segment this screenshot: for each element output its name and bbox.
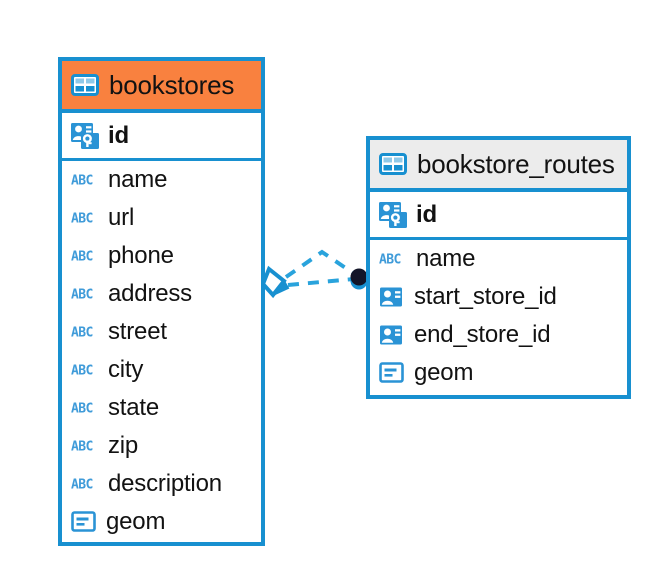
field-section-bookstore-routes: ABC name start_store_id	[370, 240, 627, 392]
primary-key-icon	[71, 122, 99, 149]
relationship-line-lower	[287, 277, 355, 287]
svg-text:ABC: ABC	[71, 440, 93, 455]
abc-icon: ABC	[71, 324, 99, 341]
field-label-state: state	[108, 394, 160, 421]
filled-circle-marker	[350, 268, 368, 290]
field-label-city: city	[108, 356, 144, 383]
field-label-zip: zip	[108, 432, 139, 459]
field-row-zip[interactable]: ABC zip	[62, 427, 261, 465]
relationship-line-upper	[284, 249, 358, 279]
abc-icon: ABC	[71, 210, 99, 227]
primary-key-icon	[379, 201, 407, 228]
field-row-url[interactable]: ABC url	[62, 199, 261, 237]
svg-text:ABC: ABC	[71, 402, 93, 417]
field-label-name: name	[416, 245, 476, 272]
field-label-url: url	[108, 204, 135, 231]
field-label-name: name	[108, 166, 168, 193]
entity-header-bookstores[interactable]: bookstores	[62, 61, 261, 113]
svg-text:ABC: ABC	[71, 478, 93, 493]
field-row-city[interactable]: ABC city	[62, 351, 261, 389]
field-row-phone[interactable]: ABC phone	[62, 237, 261, 275]
svg-text:ABC: ABC	[71, 174, 93, 189]
field-row-start-store-id[interactable]: start_store_id	[370, 278, 627, 316]
abc-icon: ABC	[71, 172, 99, 189]
abc-icon: ABC	[71, 400, 99, 417]
field-label-end-store-id: end_store_id	[414, 321, 551, 348]
field-section-bookstores: ABC name ABC url ABC p	[62, 161, 261, 541]
svg-text:ABC: ABC	[71, 250, 93, 265]
field-row-address[interactable]: ABC address	[62, 275, 261, 313]
abc-icon: ABC	[71, 286, 99, 303]
field-row-state[interactable]: ABC state	[62, 389, 261, 427]
svg-text:ABC: ABC	[71, 212, 93, 227]
field-label-address: address	[108, 280, 192, 307]
entity-title-bookstores: bookstores	[109, 69, 235, 100]
field-row-id[interactable]: id	[62, 113, 261, 158]
abc-icon: ABC	[71, 248, 99, 265]
field-row-street[interactable]: ABC street	[62, 313, 261, 351]
diamond-marker	[260, 265, 290, 299]
svg-text:ABC: ABC	[71, 364, 93, 379]
field-row-description[interactable]: ABC description	[62, 465, 261, 503]
svg-text:ABC: ABC	[379, 253, 401, 268]
field-row-id[interactable]: id	[370, 192, 627, 237]
field-row-name[interactable]: ABC name	[62, 161, 261, 199]
field-label-id: id	[108, 121, 129, 149]
entity-title-bookstore-routes: bookstore_routes	[417, 148, 615, 179]
table-icon	[379, 152, 407, 176]
field-label-description: description	[108, 470, 222, 497]
entity-table-bookstore-routes[interactable]: bookstore_routes	[366, 136, 631, 399]
abc-icon: ABC	[71, 438, 99, 455]
field-row-geom[interactable]: geom	[62, 503, 261, 541]
field-label-start-store-id: start_store_id	[414, 283, 557, 310]
abc-icon: ABC	[379, 251, 407, 268]
primary-key-section-bookstore-routes: id	[370, 192, 627, 240]
geometry-icon	[379, 361, 405, 385]
geometry-icon	[71, 510, 97, 534]
field-row-name[interactable]: ABC name	[370, 240, 627, 278]
field-row-end-store-id[interactable]: end_store_id	[370, 316, 627, 354]
field-label-street: street	[108, 318, 167, 345]
svg-text:ABC: ABC	[71, 326, 93, 341]
field-label-geom: geom	[414, 359, 474, 386]
entity-header-bookstore-routes[interactable]: bookstore_routes	[370, 140, 627, 192]
primary-key-section-bookstores: id	[62, 113, 261, 161]
field-row-geom[interactable]: geom	[370, 354, 627, 392]
abc-icon: ABC	[71, 362, 99, 379]
field-label-id: id	[416, 200, 437, 228]
field-label-geom: geom	[106, 508, 166, 535]
abc-icon: ABC	[71, 476, 99, 493]
entity-table-bookstores[interactable]: bookstores id	[58, 57, 265, 546]
svg-text:ABC: ABC	[71, 288, 93, 303]
table-icon	[71, 73, 99, 97]
foreign-key-icon	[379, 324, 405, 346]
foreign-key-icon	[379, 286, 405, 308]
field-label-phone: phone	[108, 242, 174, 269]
